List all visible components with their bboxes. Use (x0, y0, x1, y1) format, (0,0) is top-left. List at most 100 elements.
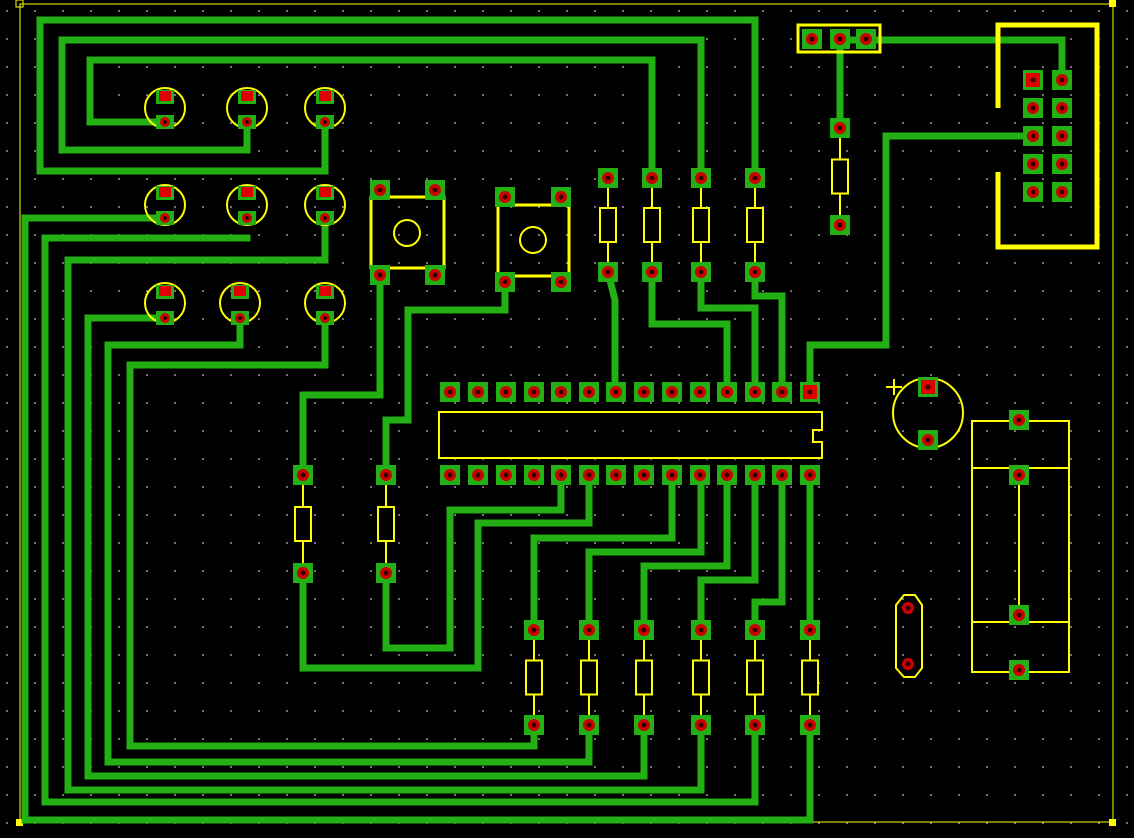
ic-pin-bottom (551, 465, 571, 485)
button-2-pad (551, 272, 571, 292)
ic-pin-bottom (579, 465, 599, 485)
led-6-pads (316, 186, 334, 225)
corner-marker (1109, 0, 1116, 7)
led-9-pads (316, 285, 334, 325)
battery-pad (1009, 465, 1029, 485)
resistor-8-pad-b (691, 715, 711, 735)
resistor-11-pad-a (293, 465, 313, 485)
corner-marker (16, 819, 23, 826)
button-2-pad (495, 272, 515, 292)
ic-pin-bottom (745, 465, 765, 485)
ic-pin-bottom (468, 465, 488, 485)
ic-pin-bottom (634, 465, 654, 485)
ic-pin-bottom (690, 465, 710, 485)
ic-pin-top (579, 382, 599, 402)
idc-pin (1023, 126, 1043, 146)
corner-marker (15, 0, 24, 8)
ic-pin-bottom (772, 465, 792, 485)
led-5-pads (238, 186, 256, 225)
crystal-pad (902, 658, 914, 670)
traces (21, 16, 1066, 824)
battery-pad (1009, 605, 1029, 625)
resistor-2-pad-b (642, 262, 662, 282)
resistor-13 (831, 128, 849, 225)
ic-pin-top (690, 382, 710, 402)
resistor-3 (692, 178, 710, 272)
ic-pin-1 (800, 382, 820, 402)
resistor-7-pad-b (634, 715, 654, 735)
ic-pin-top (440, 382, 460, 402)
crystal-pad (902, 602, 914, 614)
resistor-10-pad-b (800, 715, 820, 735)
ic-pin-bottom (800, 465, 820, 485)
dip-28-ic (438, 411, 823, 459)
resistor-5-pad-a (524, 620, 544, 640)
resistor-12-pad-b (376, 563, 396, 583)
button-1-pad (370, 180, 390, 200)
resistor-10-pad-a (800, 620, 820, 640)
resistor-6 (580, 630, 598, 725)
pad-group (156, 29, 1072, 735)
resistor-5 (525, 630, 543, 725)
idc-pin (1023, 182, 1043, 202)
resistor-12 (377, 475, 395, 573)
resistor-10 (801, 630, 819, 725)
silkscreen (144, 22, 1100, 678)
resistor-7 (635, 630, 653, 725)
led-7-pads (156, 285, 174, 325)
idc-pin (1023, 98, 1043, 118)
three-pin-header (796, 23, 882, 54)
resistor-1 (599, 178, 617, 272)
idc-pin (1052, 182, 1072, 202)
resistor-3-pad-b (691, 262, 711, 282)
header-pin (802, 29, 822, 49)
header-pin (830, 29, 850, 49)
led-4-pads (156, 186, 174, 225)
led-1-pads (156, 90, 174, 129)
button-1 (369, 195, 446, 270)
button-2 (496, 203, 571, 278)
crystal-oscillator (895, 594, 923, 678)
idc-pin (1052, 154, 1072, 174)
resistor-2-pad-a (642, 168, 662, 188)
resistor-11-pad-b (293, 563, 313, 583)
ic-pin-bottom (524, 465, 544, 485)
led-3-pads (316, 90, 334, 129)
resistor-8 (692, 630, 710, 725)
resistor-3-pad-a (691, 168, 711, 188)
ic-pin-top (634, 382, 654, 402)
idc-pin (1052, 98, 1072, 118)
resistor-6-pad-b (579, 715, 599, 735)
resistor-9 (746, 630, 764, 725)
ic-pin-bottom (440, 465, 460, 485)
resistor-13-pad-a (830, 118, 850, 138)
capacitor-pad-positive (918, 377, 938, 397)
battery-pad (1009, 660, 1029, 680)
ic-pin-top (551, 382, 571, 402)
header-pin (856, 29, 876, 49)
button-1-cap (393, 219, 421, 247)
led-8-pads (231, 285, 249, 325)
ic-pin-top (524, 382, 544, 402)
ten-pin-idc-header (995, 22, 1100, 250)
ic-pin-bottom (606, 465, 626, 485)
resistor-5-pad-b (524, 715, 544, 735)
resistor-4-pad-b (745, 262, 765, 282)
ic-pin-bottom (717, 465, 737, 485)
resistor-11 (294, 475, 312, 573)
ic-pin-bottom (662, 465, 682, 485)
ic-pin-top (745, 382, 765, 402)
button-2-cap (519, 226, 547, 254)
resistor-9-pad-a (745, 620, 765, 640)
ic-pin-top (717, 382, 737, 402)
idc-pin (1052, 126, 1072, 146)
ic-pin-top (606, 382, 626, 402)
ic-pin-bottom (496, 465, 516, 485)
ic-pin-top (468, 382, 488, 402)
button-1-pad (370, 265, 390, 285)
resistor-13-pad-b (830, 215, 850, 235)
resistor-12-pad-a (376, 465, 396, 485)
battery-pad (1009, 410, 1029, 430)
